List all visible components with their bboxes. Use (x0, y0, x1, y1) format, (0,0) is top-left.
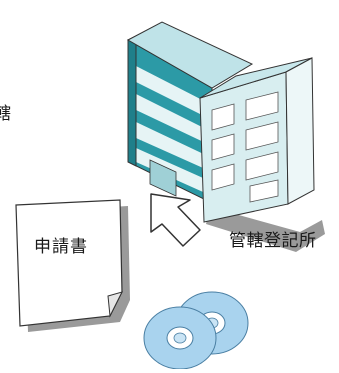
building-left-band (136, 122, 212, 172)
cd-disc-icon (143, 291, 249, 370)
building-left-band (136, 94, 212, 146)
submit-arrow-icon (150, 193, 201, 247)
office-building-icon (126, 21, 325, 252)
document-label: 申請書 (34, 237, 88, 257)
partial-left-label: 轄 (0, 104, 11, 124)
document-page (15, 199, 123, 327)
building-left-side (127, 35, 137, 167)
building-windows (211, 91, 279, 203)
building-left-band (136, 66, 212, 120)
document-icon (15, 199, 130, 332)
office-label: 管轄登記所 (229, 231, 317, 251)
building-entrance (149, 159, 177, 197)
document-fold (107, 291, 123, 318)
building-shadow (206, 207, 325, 252)
building-right-side (285, 57, 315, 205)
building-left-roof (126, 21, 254, 89)
